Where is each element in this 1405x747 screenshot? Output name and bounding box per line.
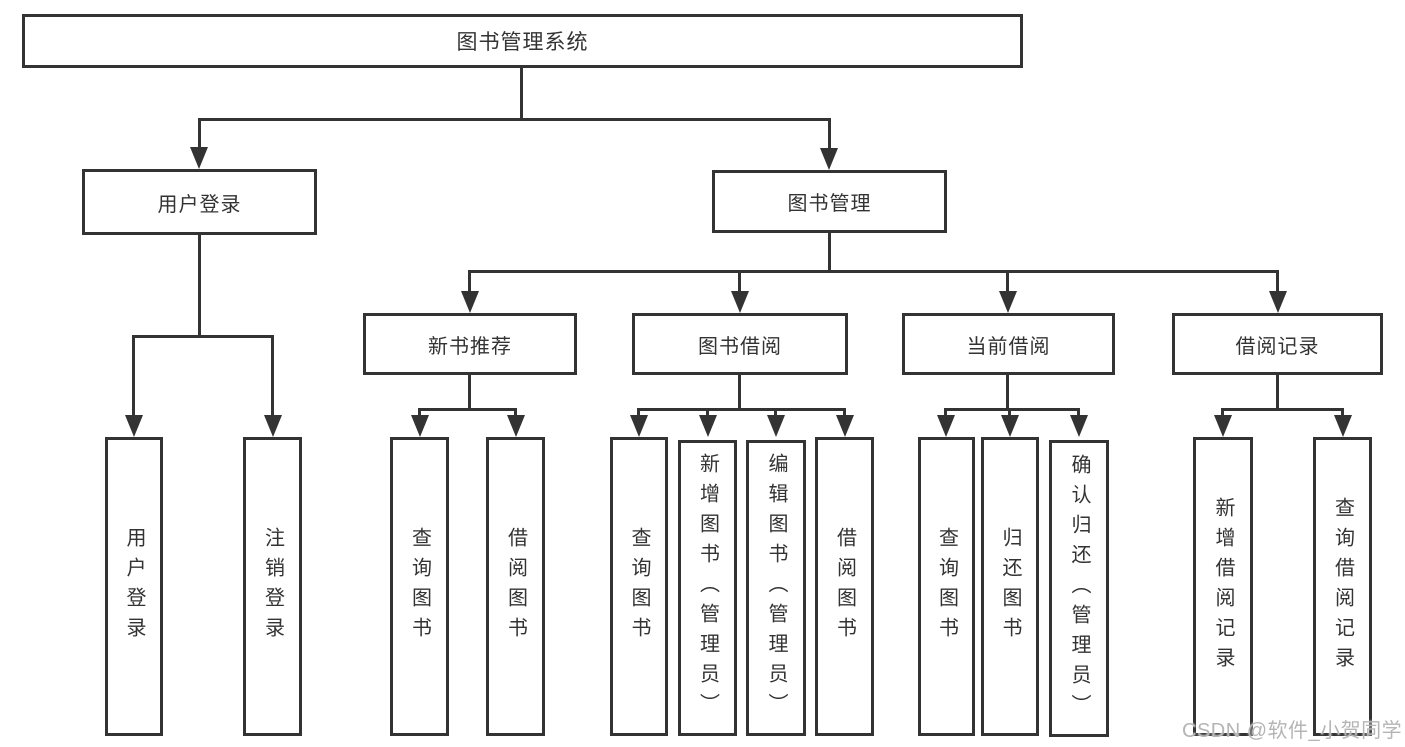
connector-line <box>468 270 471 294</box>
arrow-down-icon <box>767 415 785 437</box>
connector-line <box>198 118 201 150</box>
arrow-down-icon <box>411 415 429 437</box>
leaf-label: 查询图书 <box>935 526 958 647</box>
arrow-down-icon <box>461 291 479 313</box>
leaf-add-borrow-record: 新增借阅记录 <box>1193 437 1253 736</box>
csdn-watermark: CSDN @软件_小贺同学 <box>1182 720 1403 742</box>
connector-line <box>1221 408 1344 411</box>
leaf-label: 新增借阅记录 <box>1212 496 1234 677</box>
leaf-query-books-borrow: 查询图书 <box>610 437 668 736</box>
leaf-label: 用户登录 <box>123 526 145 647</box>
leaf-label: 注销登录 <box>261 526 284 647</box>
leaf-label: 新增图书（管理员） <box>696 453 719 723</box>
connector-line <box>828 233 831 273</box>
node-book-management: 图书管理 <box>712 170 947 233</box>
node-library-management-system: 图书管理系统 <box>22 14 1023 68</box>
connector-line <box>1077 408 1080 418</box>
node-user-login: 用户登录 <box>82 169 317 235</box>
leaf-label: 借阅图书 <box>833 526 856 647</box>
leaf-label: 借阅图书 <box>504 526 527 647</box>
leaf-edit-books-admin: 编辑图书（管理员） <box>746 440 806 736</box>
connector-line <box>774 408 777 418</box>
leaf-query-books-current: 查询图书 <box>918 437 975 736</box>
connector-line <box>1006 270 1009 294</box>
arrow-down-icon <box>1214 415 1232 437</box>
leaf-borrow-books: 借阅图书 <box>815 437 874 736</box>
connector-line <box>738 375 741 411</box>
leaf-label: 归还图书 <box>999 526 1021 647</box>
arrow-down-icon <box>1269 291 1287 313</box>
connector-line <box>132 335 274 338</box>
connector-line <box>418 408 517 411</box>
connector-line <box>738 270 741 294</box>
connector-line <box>637 408 640 418</box>
leaf-label: 确认归还（管理员） <box>1068 453 1090 724</box>
arrow-down-icon <box>1334 415 1352 437</box>
connector-line <box>1221 408 1224 418</box>
arrow-down-icon <box>820 148 838 170</box>
leaf-label: 查询图书 <box>628 526 650 647</box>
node-new-book-recommend: 新书推荐 <box>363 313 577 375</box>
arrow-down-icon <box>836 415 854 437</box>
leaf-query-borrow-record: 查询借阅记录 <box>1313 437 1372 736</box>
arrow-down-icon <box>630 415 648 437</box>
arrow-down-icon <box>125 415 143 437</box>
connector-line <box>1006 375 1009 411</box>
connector-line <box>520 68 523 120</box>
arrow-down-icon <box>699 415 717 437</box>
arrow-down-icon <box>190 147 208 169</box>
connector-line <box>843 408 846 418</box>
leaf-add-books-admin: 新增图书（管理员） <box>678 440 737 736</box>
connector-line <box>637 408 846 411</box>
arrow-down-icon <box>507 415 525 437</box>
connector-line <box>828 118 831 150</box>
leaf-label: 查询图书 <box>408 526 431 647</box>
connector-line <box>418 408 421 418</box>
connector-line <box>514 408 517 418</box>
arrow-down-icon <box>1001 415 1019 437</box>
leaf-label: 查询借阅记录 <box>1331 496 1354 677</box>
connector-line <box>1341 408 1344 418</box>
node-book-borrowing: 图书借阅 <box>632 313 848 375</box>
connector-line <box>944 408 947 418</box>
leaf-borrow-books-recommend: 借阅图书 <box>486 437 545 736</box>
arrow-down-icon <box>1070 415 1088 437</box>
connector-line <box>1008 408 1011 418</box>
connector-line <box>944 408 1080 411</box>
connector-line <box>198 235 201 338</box>
connector-line <box>1276 270 1279 294</box>
connector-line <box>1276 375 1279 411</box>
connector-line <box>468 375 471 411</box>
leaf-query-books-recommend: 查询图书 <box>390 437 449 736</box>
arrow-down-icon <box>264 415 282 437</box>
node-current-borrowing: 当前借阅 <box>902 313 1115 375</box>
leaf-user-login: 用户登录 <box>105 437 163 736</box>
arrow-down-icon <box>999 291 1017 313</box>
connector-line <box>706 408 709 418</box>
connector-line <box>271 335 274 418</box>
leaf-confirm-return-admin: 确认归还（管理员） <box>1049 440 1109 737</box>
leaf-logout: 注销登录 <box>243 437 302 736</box>
leaf-label: 编辑图书（管理员） <box>765 453 787 723</box>
node-borrowing-records: 借阅记录 <box>1172 313 1383 375</box>
leaf-return-books: 归还图书 <box>981 437 1039 736</box>
arrow-down-icon <box>731 291 749 313</box>
connector-line <box>198 118 831 121</box>
arrow-down-icon <box>937 415 955 437</box>
connector-line <box>468 270 1279 273</box>
connector-line <box>132 335 135 418</box>
